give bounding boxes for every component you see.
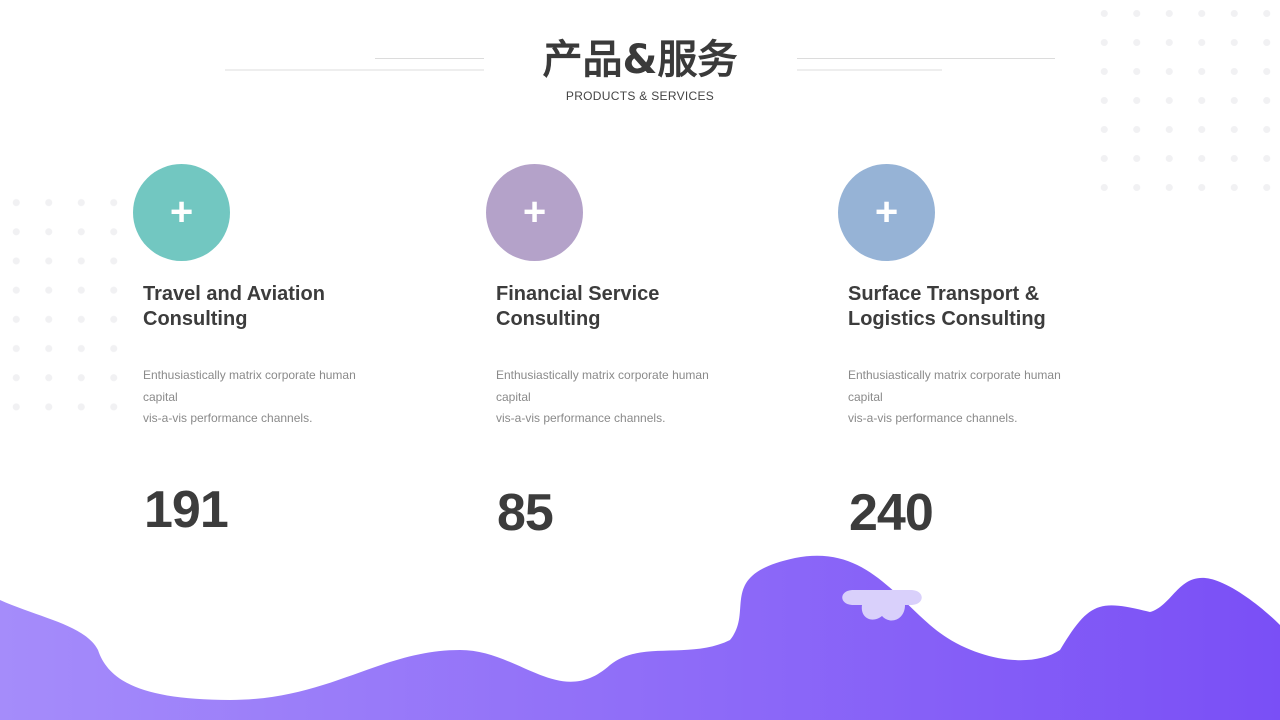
card-description-line: vis-a-vis performance channels. xyxy=(848,411,1018,425)
card-description-line: vis-a-vis performance channels. xyxy=(496,411,666,425)
card-number: 191 xyxy=(144,481,229,539)
card-heading: Travel and Aviation Consulting xyxy=(143,283,325,330)
wave-shape xyxy=(0,555,1280,720)
dot-grid-left xyxy=(0,188,128,418)
card-description: Enthusiastically matrix corporate human … xyxy=(496,365,726,431)
service-card-transport: + Surface Transport & Logistics Consulti… xyxy=(838,164,1138,543)
card-icon-circle: + xyxy=(133,164,230,261)
dot-grid-top-right xyxy=(1092,0,1280,200)
card-number: 240 xyxy=(849,484,934,542)
page-title: 产品&服务 xyxy=(542,37,738,83)
card-heading: Financial Service Consulting xyxy=(496,283,660,330)
plus-icon: + xyxy=(874,190,899,234)
service-card-financial: + Financial Service Consulting Enthusias… xyxy=(486,164,786,543)
cloud-icon xyxy=(842,590,922,621)
plus-icon: + xyxy=(169,190,194,234)
card-description-line: Enthusiastically matrix corporate human … xyxy=(143,368,356,404)
card-heading: Surface Transport & Logistics Consulting xyxy=(848,283,1046,330)
title-decoration-lines xyxy=(225,58,1055,71)
card-description-line: vis-a-vis performance channels. xyxy=(143,411,313,425)
service-card-travel: + Travel and Aviation Consulting Enthusi… xyxy=(133,164,433,540)
card-description-line: Enthusiastically matrix corporate human … xyxy=(496,368,709,404)
card-description: Enthusiastically matrix corporate human … xyxy=(143,365,373,431)
card-icon-circle: + xyxy=(838,164,935,261)
card-icon-circle: + xyxy=(486,164,583,261)
plus-icon: + xyxy=(522,190,547,234)
card-description-line: Enthusiastically matrix corporate human … xyxy=(848,368,1061,404)
card-number: 85 xyxy=(497,484,554,542)
purple-wave-decoration xyxy=(0,555,1280,720)
card-description: Enthusiastically matrix corporate human … xyxy=(848,365,1078,431)
page-subtitle: PRODUCTS & SERVICES xyxy=(565,89,715,103)
